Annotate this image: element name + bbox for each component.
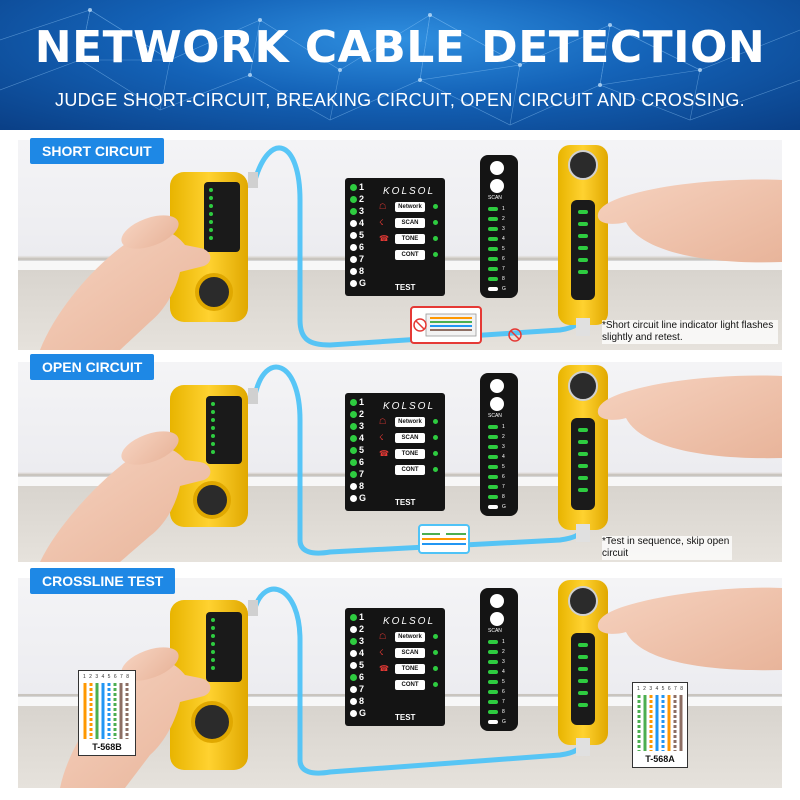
rj45-connector-icon bbox=[413, 313, 477, 337]
brand-label: KOLSOL bbox=[383, 186, 436, 197]
page-title: NETWORK CABLE DETECTION bbox=[34, 22, 766, 73]
t568a-diagram: 1 2 3 4 5 6 7 8 T-568A bbox=[632, 682, 688, 768]
cable-tracker-icon bbox=[558, 145, 608, 336]
tag-short-circuit: SHORT CIRCUIT bbox=[30, 138, 164, 164]
t568b-diagram: 1 2 3 4 5 6 7 8 T-568B bbox=[78, 670, 136, 756]
short-circuit-inset bbox=[410, 306, 482, 344]
no-signal-icon bbox=[508, 328, 522, 342]
receiver-label-strip: SCAN 1 2 3 4 5 6 7 8 G bbox=[480, 373, 518, 516]
rj45-connector-icon bbox=[422, 533, 466, 545]
tester-label-card: KOLSOL 1 2 3 4 5 6 7 8 G ☖Network ☇SCAN … bbox=[345, 393, 445, 511]
page-subtitle: JUDGE SHORT-CIRCUIT, BREAKING CIRCUIT, O… bbox=[55, 90, 745, 110]
rj45-wiring-icon bbox=[83, 683, 129, 739]
short-circuit-note: *Short circuit line indicator light flas… bbox=[602, 320, 778, 344]
tester-label-card: KOLSOL 1 2 3 4 5 6 7 8 G ☖Network ☇SCAN … bbox=[345, 608, 445, 726]
header-banner: NETWORK CABLE DETECTION JUDGE SHORT-CIRC… bbox=[0, 0, 800, 130]
tester-label-card: KOLSOL 1 2 3 4 5 6 7 8 G ☖Network ☇SCAN … bbox=[345, 178, 445, 296]
network-tester-icon bbox=[170, 172, 258, 322]
open-circuit-inset bbox=[418, 524, 470, 554]
receiver-label-strip: SCAN 1 2 3 4 5 6 7 8 G bbox=[480, 588, 518, 731]
hand-icon bbox=[40, 215, 211, 350]
t568a-label: T-568A bbox=[645, 754, 675, 764]
tag-crossline-test: CROSSLINE TEST bbox=[30, 568, 176, 594]
receiver-label-strip: SCAN 1 2 3 4 5 6 7 8 G bbox=[480, 155, 518, 298]
network-pattern-icon bbox=[0, 8, 800, 126]
open-circuit-note: *Test in sequence, skip open circuit bbox=[602, 536, 732, 560]
t568b-label: T-568B bbox=[92, 742, 122, 752]
rj45-wiring-icon bbox=[637, 695, 683, 751]
tag-open-circuit: OPEN CIRCUIT bbox=[30, 354, 155, 380]
